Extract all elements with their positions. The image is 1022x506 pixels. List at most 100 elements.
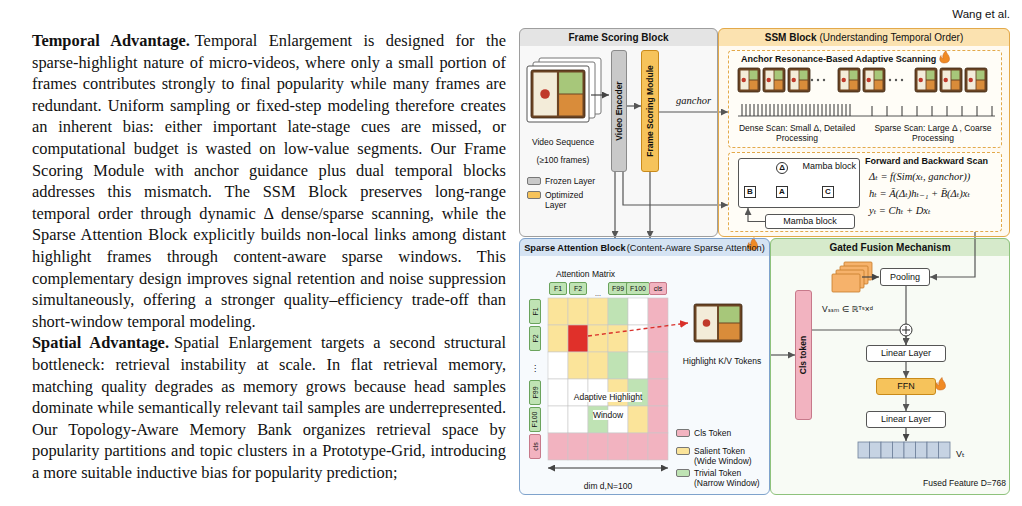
legend-text: Cls Token [694, 428, 731, 438]
node-text: Mamba block [792, 161, 856, 172]
legend-swatch [527, 191, 541, 199]
shape [568, 298, 588, 325]
shape [534, 73, 557, 116]
line [746, 104, 747, 116]
shape [694, 304, 742, 342]
connector [627, 105, 641, 106]
label-slot: Vₜ [956, 443, 986, 461]
shape [916, 442, 928, 458]
shape [799, 71, 807, 80]
node-text: F1 [554, 285, 562, 292]
line [742, 104, 743, 116]
line [932, 106, 933, 116]
node-text: cls [654, 285, 663, 292]
token-box: F2 [529, 326, 541, 351]
line [814, 104, 815, 116]
food [540, 89, 550, 99]
node-text: (Understanding Temporal Order) [819, 32, 963, 43]
sub-panel: Forward and Backward Scan Δₜ = f(Sim(xₜ, … [728, 152, 1002, 232]
line [762, 104, 763, 116]
node-text: F99 [532, 386, 539, 398]
connector [812, 330, 906, 345]
label-slot: Wang et al. [880, 4, 1010, 22]
label-slot: Fused Feature D=768 [900, 472, 1006, 490]
line [962, 106, 963, 116]
node-text: hₜ = Ā(Δₜ)hₜ₋₁ + B̄(Δₜ)xₜ [869, 188, 999, 200]
text-slot: F2 [530, 327, 540, 350]
label-slot: Vₛₛₘ ∈ ℝᵀˢ×ᵈ [822, 298, 902, 316]
process-box: FFN [876, 378, 936, 395]
shape [976, 81, 984, 90]
shape [568, 406, 588, 433]
shape [858, 442, 870, 458]
arrow [862, 276, 879, 277]
node-text: F1 [531, 307, 538, 315]
connector [649, 172, 650, 238]
line [782, 104, 783, 116]
shape [728, 152, 1002, 232]
shape [588, 433, 608, 460]
food [969, 78, 973, 82]
line [750, 104, 751, 116]
text-slot: yₜ = Chₜ + Dxₜ [869, 205, 999, 217]
shape [841, 71, 849, 90]
panel-header: Gated Fusion Mechanism [771, 239, 1009, 256]
dimension-arrow [548, 468, 668, 469]
text-slot: cls [530, 435, 540, 458]
shape [588, 352, 608, 379]
shape [943, 71, 951, 90]
shape [863, 68, 885, 92]
food [792, 78, 796, 82]
shape [870, 442, 882, 458]
text-slot: Dense Scan: Small Δ, Detailed Processing [735, 123, 859, 143]
shape [926, 71, 934, 80]
node-text: F100 [532, 412, 539, 428]
dot [811, 79, 813, 81]
shape [548, 325, 568, 352]
dot [823, 79, 825, 81]
token-box: F99 [529, 380, 541, 405]
node-text: cls [532, 442, 539, 451]
shape [874, 71, 882, 80]
line [842, 104, 843, 116]
shape [951, 71, 959, 80]
process-box: Linear Layer [866, 411, 946, 428]
shape [940, 68, 962, 92]
label-slot: dim d,N=100 [568, 475, 648, 493]
shape [832, 274, 860, 292]
region-label: Adaptive Highlight Window [574, 392, 643, 420]
ellipsis: ⋮ [531, 363, 540, 373]
food [842, 78, 846, 82]
shape [648, 433, 668, 460]
node-text: Δₜ = f(Sim(xₜ, ganchor)) [869, 171, 999, 183]
text-slot: Frame Scoring Module [642, 51, 658, 171]
dot [895, 79, 897, 81]
token-box: F2 [569, 282, 587, 295]
line [830, 104, 831, 116]
ellipsis: ... [595, 290, 601, 297]
connector [905, 395, 906, 411]
text-slot: Anchor Resonance-Based Adaptive Scanning [741, 54, 941, 64]
text-slot: Forward and Backward Scan [865, 156, 999, 166]
shape [799, 81, 807, 90]
legend-entry: Salient Token (Wide Window) [676, 446, 768, 466]
node-text: Forward and Backward Scan [865, 156, 999, 166]
line [846, 104, 847, 116]
paragraph-body: Temporal Enlargement is designed for the… [32, 31, 506, 331]
shape [763, 68, 785, 92]
shape [926, 81, 934, 90]
legend-swatch [676, 447, 690, 455]
text-slot: Δₜ = f(Sim(xₜ, ganchor)) [869, 171, 999, 183]
node-text: FFN [897, 381, 915, 392]
node-text: Dense Scan: Small Δ, Detailed Processing [735, 123, 859, 143]
panel-header: Sparse Attention Block(Content-Aware Spa… [520, 239, 769, 256]
token-box: cls [649, 282, 667, 295]
line [806, 104, 807, 116]
node-text: (Content-Aware Sparse Attention) [627, 243, 765, 253]
shape [628, 433, 648, 460]
legend-text: Trivial Token (Narrow Window) [694, 468, 768, 488]
shape [648, 379, 668, 406]
line [917, 106, 918, 116]
block-panel: Gated Fusion MechanismCls tokenPoolingLi… [770, 238, 1010, 495]
arrow [591, 94, 609, 95]
